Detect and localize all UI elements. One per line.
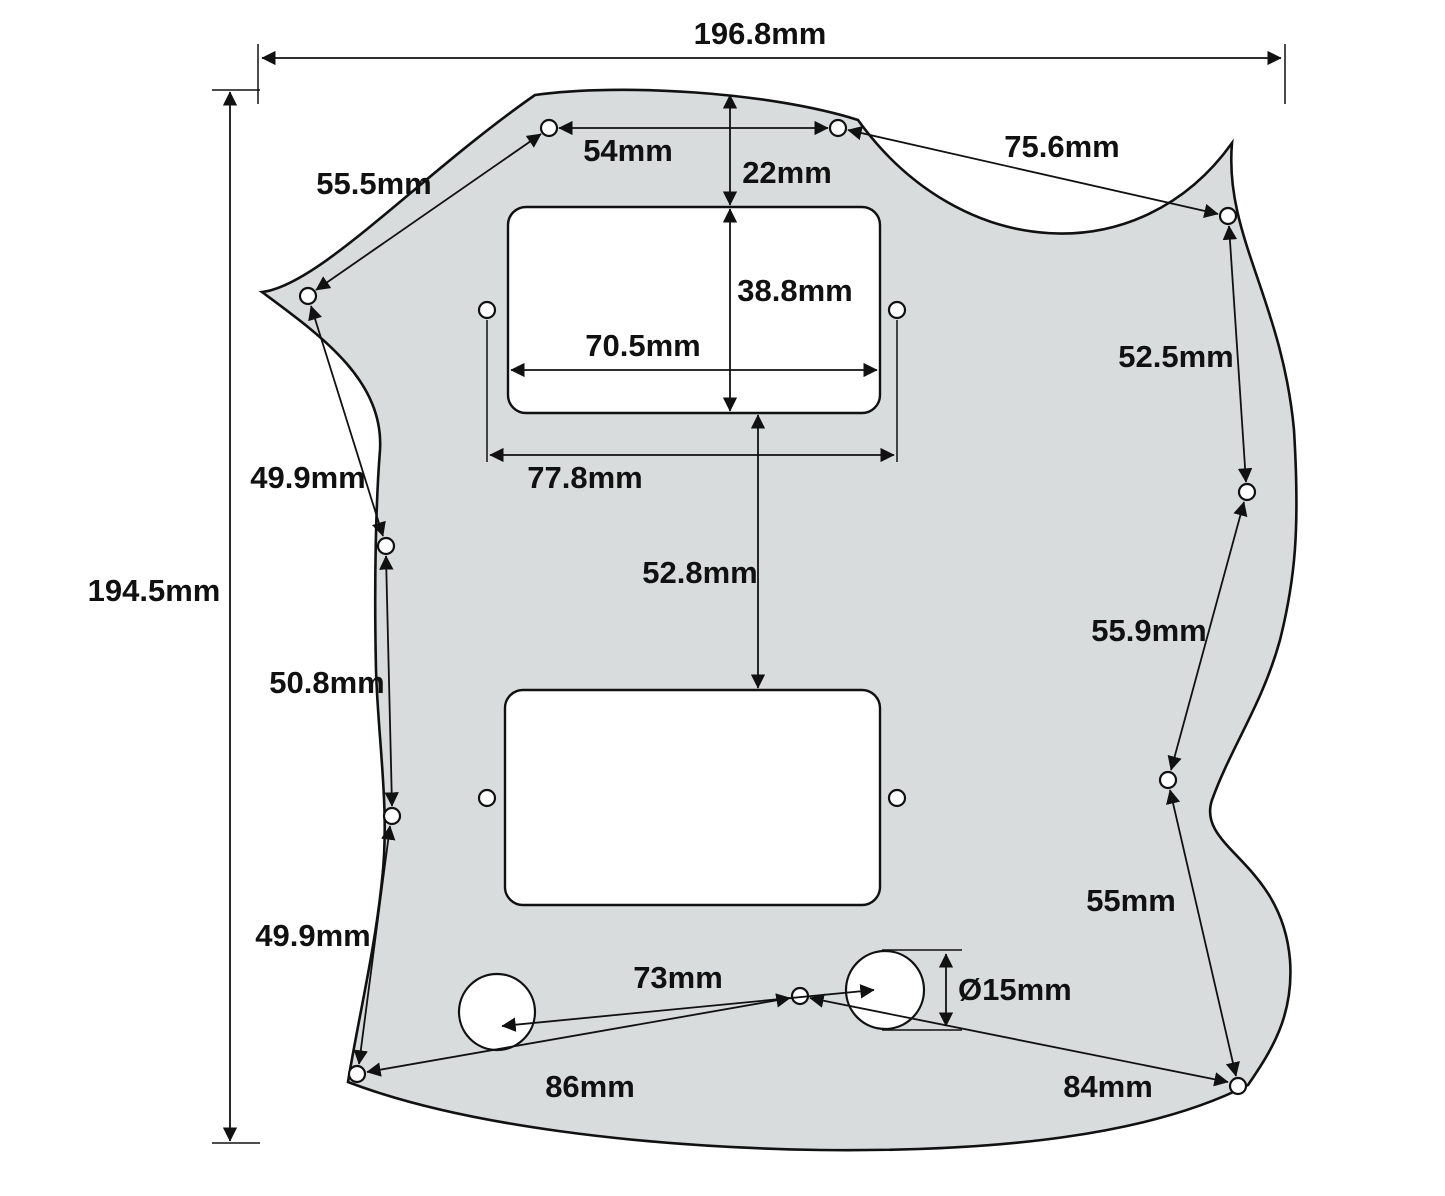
dim-label-top-edge-to-pickup: 22mm — [742, 155, 832, 190]
screw-hole-bottom-left — [347, 1064, 367, 1084]
dim-line-upper-left-diag — [315, 133, 542, 291]
dim-label-left-upper-span: 49.9mm — [250, 460, 365, 495]
dimension-lines — [222, 50, 1282, 1142]
dim-line-left-mid-span — [379, 555, 399, 807]
bridge-pickup-screw-right — [887, 788, 907, 808]
dim-label-left-lower-span: 49.9mm — [255, 918, 370, 953]
screw-hole-left-lower — [382, 806, 402, 826]
screw-hole-left-horn — [298, 286, 318, 306]
dim-label-right-upper-span: 52.5mm — [1118, 339, 1233, 374]
dim-line-left-upper-span — [308, 305, 386, 537]
dim-line-right-mid-span — [1167, 501, 1248, 771]
screw-hole-bottom-right — [1228, 1076, 1248, 1096]
dim-label-upper-right-diag: 75.6mm — [1004, 129, 1119, 164]
dim-label-pickup-width: 70.5mm — [585, 328, 700, 363]
dim-label-top-screw-span: 54mm — [583, 133, 673, 168]
dim-label-upper-left-diag: 55.5mm — [316, 166, 431, 201]
dim-label-bottom-left-diag: 86mm — [545, 1069, 635, 1104]
dim-label-pickup-height: 38.8mm — [737, 273, 852, 308]
dim-label-pot-span: 73mm — [633, 960, 723, 995]
screw-hole-top-right — [828, 118, 848, 138]
screw-hole-right-mid — [1158, 770, 1178, 790]
screw-hole-right-horn — [1218, 206, 1238, 226]
bridge-pickup-screw-left — [477, 788, 497, 808]
bridge-pickup-cutout — [503, 688, 882, 907]
dim-line-upper-right-diag — [847, 126, 1219, 218]
screw-hole-right-upper — [1237, 482, 1257, 502]
dimension-labels: 196.8mm 194.5mm 55.5mm 54mm 22mm 75.6mm … — [88, 16, 1234, 1104]
pot-hole-left — [457, 972, 537, 1052]
neck-pickup-screw-left — [477, 300, 497, 320]
dim-line-bottom-left-diag — [366, 993, 791, 1077]
screw-hole-left-upper — [376, 536, 396, 556]
dim-label-right-lower-span: 55mm — [1086, 883, 1176, 918]
neck-pickup-cutout — [506, 205, 882, 415]
dim-label-pickup-screw-span: 77.8mm — [527, 460, 642, 495]
screw-hole-top-left — [539, 118, 559, 138]
dim-label-left-mid-span: 50.8mm — [269, 665, 384, 700]
neck-pickup-screw-right — [887, 300, 907, 320]
dim-label-pickup-to-pickup: 52.8mm — [642, 555, 757, 590]
dim-label-bottom-right-diag: 84mm — [1063, 1069, 1153, 1104]
dim-line-bottom-right-diag — [809, 993, 1229, 1087]
dim-line-left-lower-span — [353, 825, 396, 1065]
dim-line-right-upper-span — [1222, 225, 1253, 483]
dim-label-right-mid-span: 55.9mm — [1091, 613, 1206, 648]
pot-hole-right — [844, 949, 926, 1031]
dim-label-pot-diameter: Ø15mm — [958, 972, 1072, 1007]
dim-label-overall-height: 194.5mm — [88, 573, 221, 608]
dim-label-overall-width: 196.8mm — [694, 16, 827, 51]
